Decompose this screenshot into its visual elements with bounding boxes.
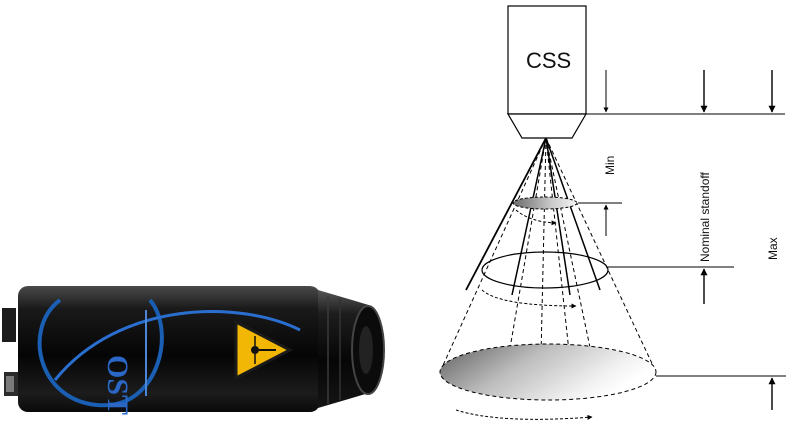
- sensor-label: CSS: [526, 48, 571, 73]
- laser-warning-icon: [234, 319, 294, 381]
- spot-nominal: [481, 251, 609, 289]
- standoff-diagram: CSS Min: [439, 5, 786, 420]
- sensor-photo: OST: [2, 286, 385, 415]
- label-min: Min: [603, 156, 617, 175]
- css-sensor-nozzle: [506, 113, 588, 139]
- cable-connector: [2, 308, 16, 342]
- label-max: Max: [766, 237, 780, 260]
- sensor-body: [18, 286, 320, 412]
- spot-max: [439, 343, 657, 401]
- label-nominal-standoff: Nominal standoff: [698, 172, 712, 262]
- spot-min: [512, 196, 578, 210]
- logo-text: OST: [101, 355, 134, 415]
- logo-swirl: [37, 298, 164, 408]
